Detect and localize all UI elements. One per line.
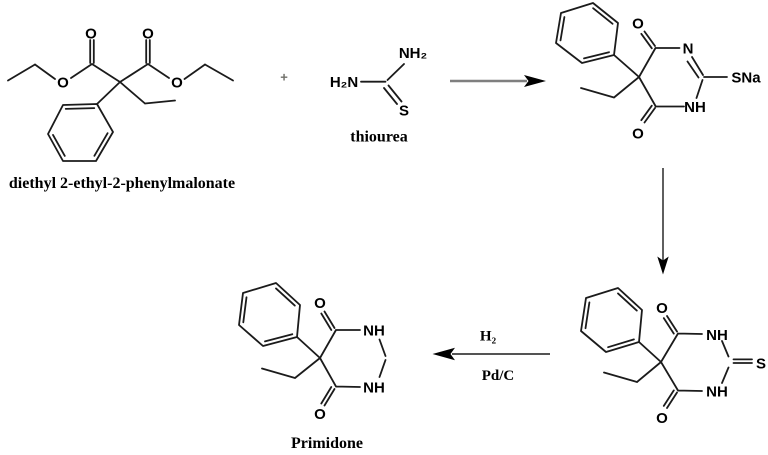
sodium-thiolate-phenyl-double-bonds [559,7,614,60]
malonate-phenyl-ring [47,103,114,162]
sodium-thiolate-nh-label: NH [684,99,706,116]
thiourea-amine-left-label: H₂N [330,74,358,91]
sodium-thiolate-sna-label: SNa [731,69,761,86]
malonate-ester-o-left-label: O [57,74,69,91]
primidone-structure: O NH NH O Primidone [238,282,387,452]
malonate-carbonyl-o-left-label: O [85,26,97,43]
primidone-phenyl-double-bonds [242,287,296,343]
malonate-phenyl-double-bonds [52,107,109,157]
primidone-nh-bottom-label: NH [363,379,385,396]
hydrogenation-arrow: H₂ Pd/C [432,328,550,384]
thiourea-name-label: thiourea [350,129,407,146]
primidone-o-bottom-label: O [314,406,326,423]
malonate-carbonyl-o-right-label: O [142,26,154,43]
malonate-name-label: diethyl 2-ethyl-2-phenylmalonate [9,175,235,192]
primidone-o-top-label: O [314,295,326,312]
primidone-bonds [261,310,387,407]
thiobarbiturate-structure: O NH S NH O [580,287,766,427]
pdc-catalyst-label: Pd/C [482,368,515,384]
thiourea-bonds [360,63,405,105]
primidone-name-label: Primidone [291,435,363,452]
condensation-arrow [450,75,546,87]
thiobarbiturate-o-top-label: O [656,300,668,317]
hydrogenation-arrowhead [432,347,455,361]
sodium-thiolate-o-top-label: O [632,15,644,32]
thiobarbiturate-o-bottom-label: O [656,410,668,427]
sodium-thiolate-phenyl-ring [555,2,619,64]
thiourea-structure: H₂N NH₂ S thiourea [330,45,427,146]
h2-reagent-label: H₂ [480,328,497,344]
thiobarbiturate-phenyl-ring [580,287,643,353]
malonate-bonds [7,39,234,105]
sodium-thiolate-structure: O N SNa NH O [555,2,761,142]
sodium-thiolate-o-bottom-label: O [632,125,644,142]
thiobarbiturate-nh-top-label: NH [706,327,728,344]
cyclization-arrowhead [657,256,669,275]
thiobarbiturate-s-label: S [756,355,766,372]
malonate-ester-o-right-label: O [171,74,183,91]
primidone-nh-top-label: NH [363,322,385,339]
cyclization-arrow [657,168,669,275]
condensation-arrowhead [524,75,546,87]
thiourea-amine-right-label: NH₂ [399,45,427,62]
thiourea-sulfur-label: S [399,102,409,119]
thiobarbiturate-nh-bottom-label: NH [706,383,728,400]
thiobarbiturate-bonds [603,315,753,409]
primidone-phenyl-ring [238,282,301,347]
plus-sign: + [280,70,288,85]
sodium-thiolate-n-label: N [683,40,694,57]
thiobarbiturate-phenyl-double-bonds [584,292,638,349]
sodium-thiolate-bonds [580,30,728,124]
malonate-structure: O O O O diethyl 2-ethyl-2-phenylmalonate [7,26,235,192]
